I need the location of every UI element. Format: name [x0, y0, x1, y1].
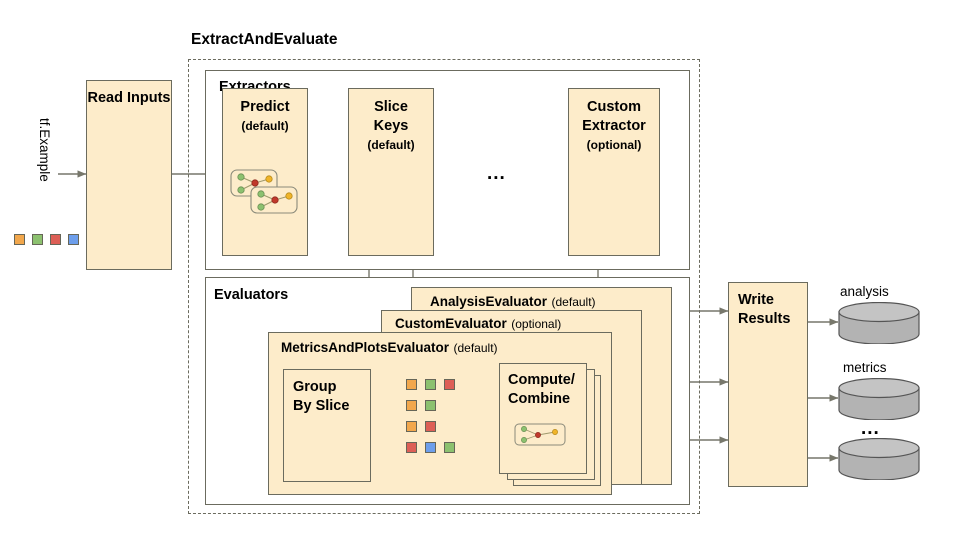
slice-chip	[425, 400, 436, 411]
group-by-slice-line2: By Slice	[293, 398, 350, 414]
slice-chip	[406, 442, 417, 453]
extractor-slice-keys-line2: Keys	[373, 118, 409, 134]
output-label-analysis: analysis	[840, 284, 889, 299]
input-label: tf.Example	[37, 118, 52, 182]
evaluator-metrics-and-plots[interactable]: MetricsAndPlotsEvaluator (default) Group…	[268, 332, 612, 495]
input-chip-row	[14, 234, 80, 248]
slice-chip	[406, 400, 417, 411]
slice-chip	[406, 379, 417, 390]
slice-chip	[444, 379, 455, 390]
extractor-predict-name: Predict	[240, 99, 290, 115]
slice-chip	[425, 421, 436, 432]
evaluator-custom-qualifier: (optional)	[511, 317, 562, 331]
evaluator-analysis-qualifier: (default)	[551, 295, 596, 309]
chip-green	[32, 234, 43, 245]
extractor-custom[interactable]: Custom Extractor (optional)	[568, 88, 660, 256]
extractor-custom-line1: Custom	[587, 99, 641, 115]
slice-chip	[406, 421, 417, 432]
cylinder-analysis	[838, 302, 920, 344]
read-inputs-box[interactable]: Read Inputs	[86, 80, 172, 270]
compute-combine-box[interactable]: Compute/ Combine	[499, 363, 587, 474]
write-results-line1: Write	[738, 292, 774, 308]
compute-combine-line2: Combine	[508, 391, 571, 407]
group-by-slice-box[interactable]: Group By Slice	[283, 369, 371, 482]
read-inputs-title: Read Inputs	[87, 90, 171, 106]
cylinder-more	[838, 438, 920, 480]
evaluator-metrics-and-plots-qualifier: (default)	[453, 341, 498, 355]
slice-chip	[444, 442, 455, 453]
group-by-slice-line1: Group	[293, 379, 337, 395]
slice-chip-grid	[406, 379, 466, 453]
evaluator-custom-name: CustomEvaluator	[395, 316, 507, 331]
cylinder-metrics	[838, 378, 920, 420]
extractor-custom-line2: Extractor	[582, 118, 646, 134]
model-graph-icon	[230, 169, 298, 214]
output-label-metrics: metrics	[843, 360, 887, 375]
chip-blue	[68, 234, 79, 245]
extractors-ellipsis: ...	[487, 163, 506, 184]
evaluators-title: Evaluators	[214, 287, 289, 303]
extractor-custom-qualifier: (optional)	[586, 138, 642, 152]
evaluator-metrics-and-plots-name: MetricsAndPlotsEvaluator	[281, 340, 450, 355]
metric-graph-icon	[514, 423, 566, 446]
chip-red	[50, 234, 61, 245]
output-label-more: ...	[861, 418, 880, 439]
extractor-predict-qualifier: (default)	[241, 119, 289, 133]
chip-orange	[14, 234, 25, 245]
slice-chip	[425, 442, 436, 453]
evaluator-analysis-name: AnalysisEvaluator	[430, 294, 548, 309]
write-results-box[interactable]: Write Results	[728, 282, 808, 487]
extract-and-evaluate-container	[188, 59, 700, 514]
extractor-slice-keys-line1: Slice	[374, 99, 408, 115]
slice-chip	[425, 379, 436, 390]
extract-and-evaluate-title: ExtractAndEvaluate	[191, 31, 338, 48]
compute-combine-line1: Compute/	[508, 372, 575, 388]
write-results-line2: Results	[738, 311, 791, 327]
extractor-predict[interactable]: Predict (default)	[222, 88, 308, 256]
extractor-slice-keys-qualifier: (default)	[367, 138, 415, 152]
extractor-slice-keys[interactable]: Slice Keys (default)	[348, 88, 434, 256]
